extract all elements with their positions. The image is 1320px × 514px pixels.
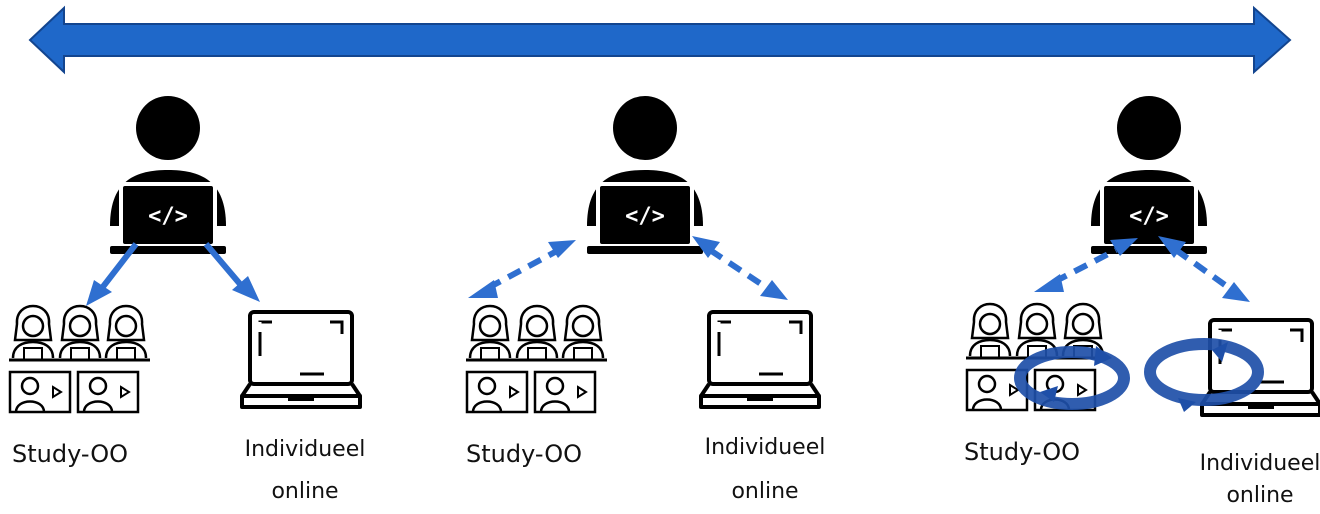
students-classroom-icon [7, 304, 152, 414]
study-oo-label: Study-OO [466, 440, 582, 468]
individueel-label: Individueel [1199, 451, 1320, 476]
individueel-label: Individueel [244, 437, 366, 462]
online-label: online [1226, 483, 1294, 508]
individueel-label: Individueel [704, 435, 826, 460]
laptop-icon [240, 310, 362, 409]
online-label: online [731, 479, 799, 504]
top-range-arrow [28, 5, 1292, 75]
cycle-arrows-icon [1014, 338, 1264, 412]
study-oo-label: Study-OO [12, 440, 128, 468]
study-oo-label: Study-OO [964, 438, 1080, 466]
laptop-icon [699, 310, 821, 409]
developer-icon [1089, 94, 1209, 256]
students-classroom-icon [464, 304, 609, 414]
online-label: online [271, 479, 339, 504]
developer-icon [108, 94, 228, 256]
developer-icon [585, 94, 705, 256]
